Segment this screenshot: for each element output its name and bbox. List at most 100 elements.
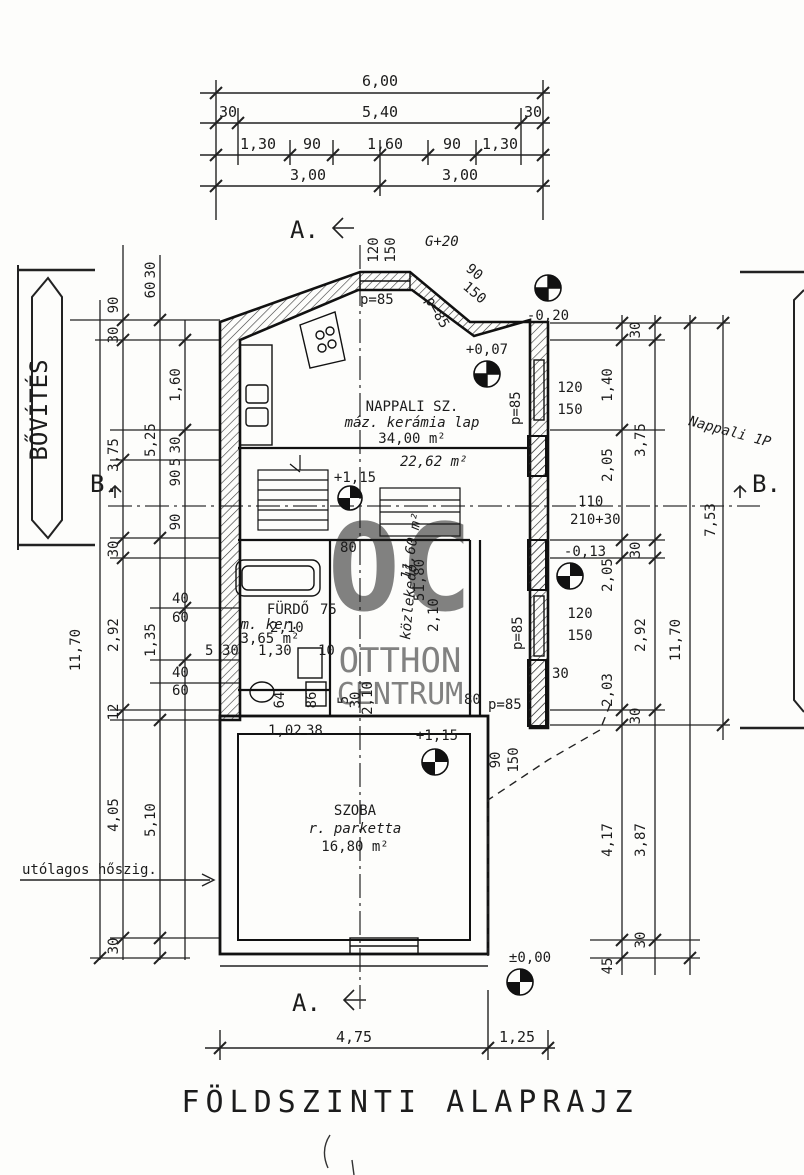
svg-text:1,02: 1,02 [268,723,302,739]
svg-text:150: 150 [557,402,582,418]
section-markers: A. A. B. B. [90,216,781,1017]
room-bath-floor: m. ker. [239,617,299,633]
dim-right-overall: 11,70 [668,619,684,661]
svg-text:2,92: 2,92 [633,618,649,652]
svg-text:30: 30 [628,708,644,725]
watermark-logo: OC [328,500,473,639]
dim-segment: 1,30 [482,135,518,153]
level-marker-icon [337,485,363,511]
svg-text:1,60: 1,60 [168,368,184,402]
level-outside: -0,20 [527,308,569,324]
svg-text:5,10: 5,10 [143,803,159,837]
dim-left-overall: 11,70 [68,629,84,671]
svg-text:5: 5 [205,643,213,659]
top-dimension-labels: 6,00 5,40 30 30 1,30 90 1,60 90 1,30 3,0… [219,72,542,184]
svg-text:p=85: p=85 [360,292,394,308]
pen-note: közlekedő [398,563,421,641]
svg-text:1,35: 1,35 [143,623,159,657]
drawing-title: FÖLDSZINTI ALAPRAJZ [181,1084,638,1120]
dim-segment: 90 [303,135,321,153]
svg-text:30: 30 [348,692,364,709]
opening-labels: p=85 p=85 p=85 p=85 p=85 120 150 120 150… [360,237,593,772]
svg-text:30: 30 [106,327,122,344]
svg-text:30: 30 [143,262,159,279]
svg-text:3,75: 3,75 [633,423,649,457]
svg-text:p=85: p=85 [488,697,522,713]
room-labels: NAPPALI SZ. máz. kerámia lap 34,00 m² FÜ… [239,399,479,855]
svg-text:3,75: 3,75 [106,438,122,472]
svg-text:90: 90 [168,470,184,487]
svg-text:1,30: 1,30 [258,643,292,659]
svg-text:2,03: 2,03 [600,673,616,707]
section-arrow-icon [342,989,366,1011]
level-markers: -0,20 +0,07 +1,15 -0,13 +1,15 ±0,00 [334,274,606,996]
extension-left: BŐVÍTÉS [17,265,95,550]
building-walls [218,270,613,967]
svg-text:2,10: 2,10 [360,681,376,715]
section-arrow-icon [108,484,122,498]
room-living-area: 34,00 m² [378,431,445,447]
pen-note: G+20 [425,234,459,250]
room-szoba-name: SZOBA [334,803,377,819]
svg-text:150: 150 [383,237,399,262]
dim-bottom-left: 4,75 [336,1028,372,1046]
level-living: +0,07 [466,342,508,358]
svg-text:p=85: p=85 [510,616,526,650]
level-zero: ±0,00 [509,950,551,966]
insulation-note: utólagos hőszig. [22,862,157,878]
svg-text:110: 110 [578,494,603,510]
svg-text:60: 60 [172,610,189,626]
level-hall: +1,15 [334,470,376,486]
svg-text:45: 45 [600,958,616,975]
left-dimension-labels: 90 60 30 30 1,60 30 5 90 3,75 5,25 90 30… [68,262,239,955]
svg-text:4,05: 4,05 [106,798,122,832]
section-b-left: B. [90,470,119,498]
svg-text:2,05: 2,05 [600,448,616,482]
dim-wall-left: 30 [219,103,237,121]
svg-text:30: 30 [628,322,644,339]
svg-text:150: 150 [567,628,592,644]
svg-text:64: 64 [272,692,288,709]
svg-text:5,25: 5,25 [143,423,159,457]
dim-half-left: 3,00 [290,166,326,184]
room-bath-area: 3,65 m² [240,631,299,647]
svg-text:10: 10 [318,643,335,659]
dim-inner-width: 5,40 [362,103,398,121]
level-marker-icon [421,748,449,776]
room-bath-name: FÜRDŐ [267,600,309,618]
svg-text:30: 30 [168,437,184,454]
svg-text:90: 90 [106,297,122,314]
svg-text:80: 80 [340,540,357,556]
svg-text:4,17: 4,17 [600,823,616,857]
watermark-line1: OTTHON [339,641,462,681]
room-living-name: NAPPALI SZ. [366,399,459,415]
extension-right [740,270,804,730]
section-arrow-icon [331,217,354,239]
right-dimension-chains [550,315,730,975]
svg-text:150: 150 [459,279,489,308]
svg-text:40: 40 [172,665,189,681]
svg-text:5: 5 [168,458,184,466]
svg-text:30: 30 [633,932,649,949]
svg-text:80: 80 [464,692,481,708]
dim-segment: 1,30 [240,135,276,153]
pen-note: 22,62 m² [400,454,467,470]
watermark-line2: CENTRUM [337,677,463,712]
level-side: -0,13 [564,544,606,560]
svg-text:p=85: p=85 [508,391,524,425]
svg-text:2,10: 2,10 [270,620,304,636]
level-marker-icon [534,274,562,302]
right-dimension-labels: 30 1,40 2,05 3,75 30 2,05 2,92 2,03 30 4… [600,322,719,975]
dim-half-right: 3,00 [442,166,478,184]
room-szoba-area: 16,80 m² [321,839,388,855]
svg-text:60: 60 [143,282,159,299]
dim-segment: 90 [443,135,461,153]
section-a-top: A. [290,216,319,244]
svg-text:30: 30 [106,938,122,955]
svg-text:38: 38 [306,723,323,739]
svg-text:210+30: 210+30 [570,512,621,528]
svg-text:90: 90 [462,261,485,284]
svg-text:120: 120 [366,237,382,262]
left-dimension-chains [70,245,240,965]
section-b-right: B. [752,470,781,498]
